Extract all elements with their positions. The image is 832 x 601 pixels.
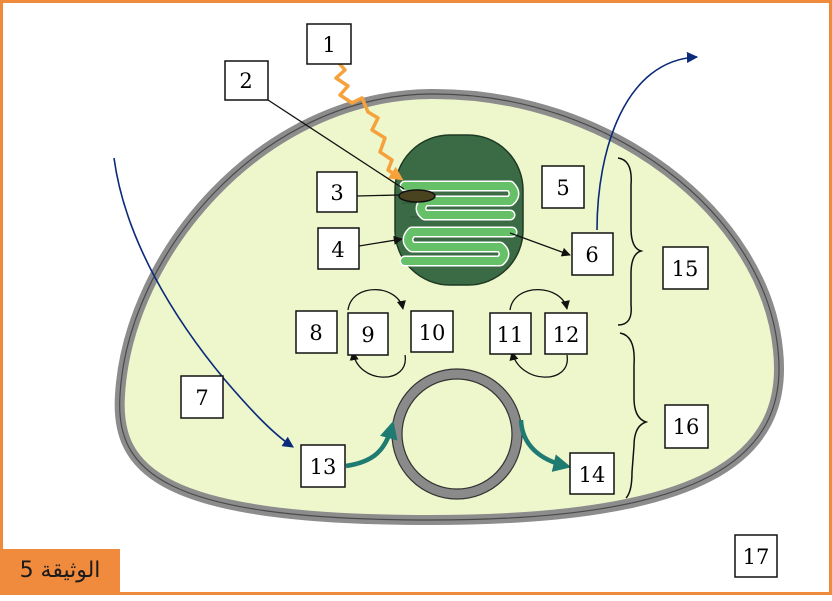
label-box-1: 1: [306, 23, 352, 65]
label-box-6: 6: [571, 232, 614, 276]
svg-text:7: 7: [195, 386, 208, 410]
vacuole-interior: [401, 378, 513, 490]
svg-text:17: 17: [743, 545, 770, 569]
document-label: الوثيقة 5: [0, 549, 120, 593]
svg-text:2: 2: [239, 69, 252, 93]
import-arrow: [345, 420, 398, 469]
curved-arrow-icon: [509, 351, 568, 378]
svg-text:5: 5: [556, 176, 569, 200]
svg-text:3: 3: [330, 181, 343, 205]
light-ray-icon: [334, 60, 404, 181]
brace-icon: [619, 332, 649, 499]
svg-text:8: 8: [309, 321, 322, 345]
label-box-8: 8: [295, 310, 338, 354]
label-box-3: 3: [316, 171, 358, 213]
label-box-7: 7: [180, 375, 224, 419]
thylakoid-lower: [401, 228, 516, 265]
brace-icon: [617, 157, 644, 326]
release-arrow: [518, 419, 572, 472]
export-arrow: [596, 51, 699, 231]
pointer-4: [358, 235, 403, 247]
pointer-3: [356, 194, 400, 197]
svg-text:1: 1: [322, 33, 335, 57]
pigment-granule: [398, 189, 436, 203]
svg-text:12: 12: [553, 323, 580, 347]
svg-text:14: 14: [579, 463, 606, 487]
svg-text:15: 15: [672, 257, 699, 281]
label-box-10: 10: [410, 310, 454, 353]
label-box-13: 13: [300, 444, 346, 488]
cell-membrane: [119, 93, 780, 521]
entry-path-arrow: [113, 157, 294, 448]
curved-arrow-icon: [347, 288, 406, 311]
svg-text:9: 9: [361, 323, 374, 347]
thylakoid-upper: [401, 182, 518, 219]
label-box-12: 12: [544, 312, 588, 355]
svg-text:16: 16: [673, 415, 700, 439]
label-box-11: 11: [489, 312, 532, 355]
label-box-17: 17: [734, 534, 778, 578]
svg-text:13: 13: [310, 455, 337, 479]
pointer-6: [509, 232, 571, 257]
label-box-9: 9: [347, 312, 389, 356]
curved-arrow-icon: [509, 289, 570, 311]
pointer-2: [267, 99, 405, 190]
svg-text:11: 11: [497, 323, 524, 347]
curved-arrow-icon: [349, 351, 406, 378]
label-box-2: 2: [224, 60, 269, 101]
label-box-14: 14: [569, 452, 615, 495]
label-box-5: 5: [541, 165, 585, 209]
label-box-4: 4: [317, 227, 360, 270]
svg-text:10: 10: [419, 321, 446, 345]
label-box-16: 16: [664, 404, 709, 449]
svg-text:6: 6: [585, 243, 598, 267]
label-box-15: 15: [662, 246, 709, 290]
svg-text:4: 4: [331, 238, 344, 262]
